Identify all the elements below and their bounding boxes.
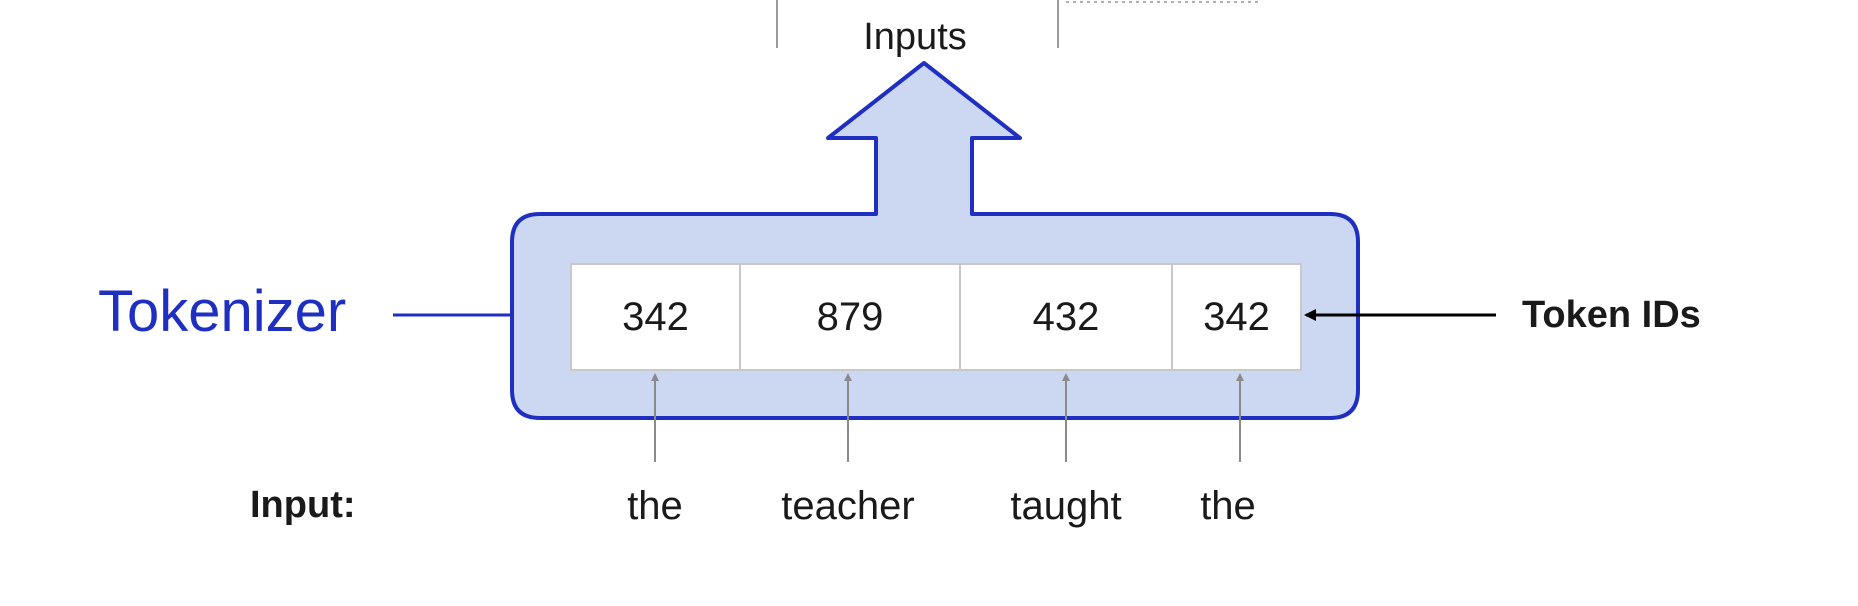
inputs-title: Inputs (863, 16, 967, 58)
token-id-row (570, 263, 1302, 371)
token-id-cell: 432 (1032, 295, 1100, 339)
input-word: taught (1010, 484, 1122, 528)
token-id-cell: 879 (816, 295, 884, 339)
word-arrow-head (844, 373, 852, 381)
token-id-cell: 342 (622, 295, 689, 339)
input-word: teacher (781, 484, 915, 528)
input-label: Input: (250, 484, 356, 526)
word-arrow-head (1236, 373, 1244, 381)
tokenizer-label: Tokenizer (98, 279, 347, 344)
token-id-cell: 342 (1203, 295, 1270, 339)
input-word: the (1200, 484, 1256, 528)
token-ids-label: Token IDs (1522, 294, 1701, 336)
input-word: the (627, 484, 683, 528)
word-arrow-head (651, 373, 659, 381)
word-arrow-head (1062, 373, 1070, 381)
